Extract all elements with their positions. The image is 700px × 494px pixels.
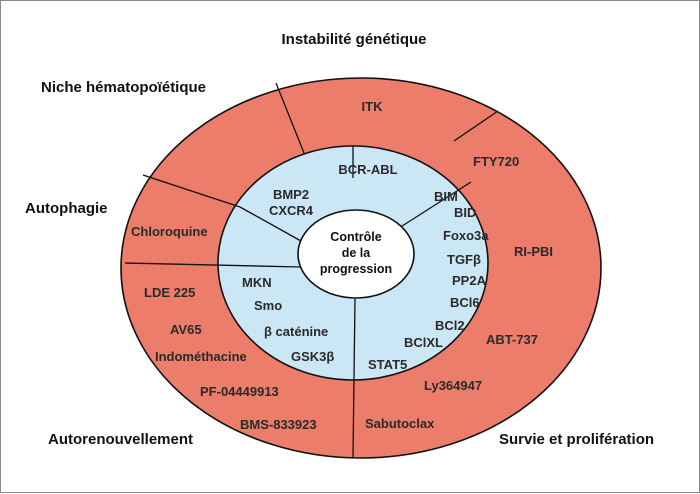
inner-bclxl: BClXL <box>404 335 443 350</box>
inner-pp2a: PP2A <box>452 273 487 288</box>
label-survie-proliferation: Survie et prolifération <box>499 431 654 448</box>
inner-cxcr4: CXCR4 <box>269 203 314 218</box>
divider-right-inner <box>398 181 472 229</box>
label-instabilite-genetique: Instabilité génétique <box>281 31 426 48</box>
inner-foxo3a: Foxo3a <box>443 228 489 243</box>
inner-bim: BIM <box>434 189 458 204</box>
center-ellipse <box>297 209 415 299</box>
outer-lde225: LDE 225 <box>144 285 195 300</box>
outer-abt737: ABT-737 <box>486 332 538 347</box>
outer-pf04449913: PF-04449913 <box>200 384 279 399</box>
divider-upper-left-inner <box>239 206 302 242</box>
outer-itk: ITK <box>362 99 384 114</box>
outer-av65: AV65 <box>170 322 202 337</box>
inner-gsk3b: GSK3β <box>291 349 334 364</box>
inner-bcr-abl: BCR-ABL <box>338 162 397 177</box>
inner-bmp2: BMP2 <box>273 187 309 202</box>
divider-left <box>124 262 302 268</box>
inner-stat5: STAT5 <box>368 357 407 372</box>
inner-bcl2: BCl2 <box>435 318 465 333</box>
label-autophagie: Autophagie <box>25 200 108 217</box>
inner-b-catenine: β caténine <box>264 324 328 339</box>
label-niche-hematopoietique: Niche hématopoïétique <box>41 79 206 96</box>
inner-tgfb: TGFβ <box>447 252 481 267</box>
inner-bid: BID <box>454 205 476 220</box>
center-line-1: Contrôle <box>330 230 381 244</box>
divider-upper-left <box>142 174 241 208</box>
label-autorenouvellement: Autorenouvellement <box>48 431 193 448</box>
center-line-2: de la <box>342 246 372 260</box>
outer-sabutoclax: Sabutoclax <box>365 416 435 431</box>
inner-smo: Smo <box>254 298 282 313</box>
outer-ri-pbi: RI-PBI <box>514 244 553 259</box>
center-line-3: progression <box>320 262 392 276</box>
outer-ly364947: Ly364947 <box>424 378 482 393</box>
outer-indomethacine: Indométhacine <box>155 349 247 364</box>
divider-top-right <box>453 110 499 142</box>
inner-bcl6: BCl6 <box>450 295 480 310</box>
divider-top-left <box>275 82 305 154</box>
divider-bottom <box>352 298 356 458</box>
inner-mkn: MKN <box>242 275 272 290</box>
outer-bms833923: BMS-833923 <box>240 417 317 432</box>
outer-fty720: FTY720 <box>473 154 519 169</box>
outer-chloroquine: Chloroquine <box>131 224 208 239</box>
